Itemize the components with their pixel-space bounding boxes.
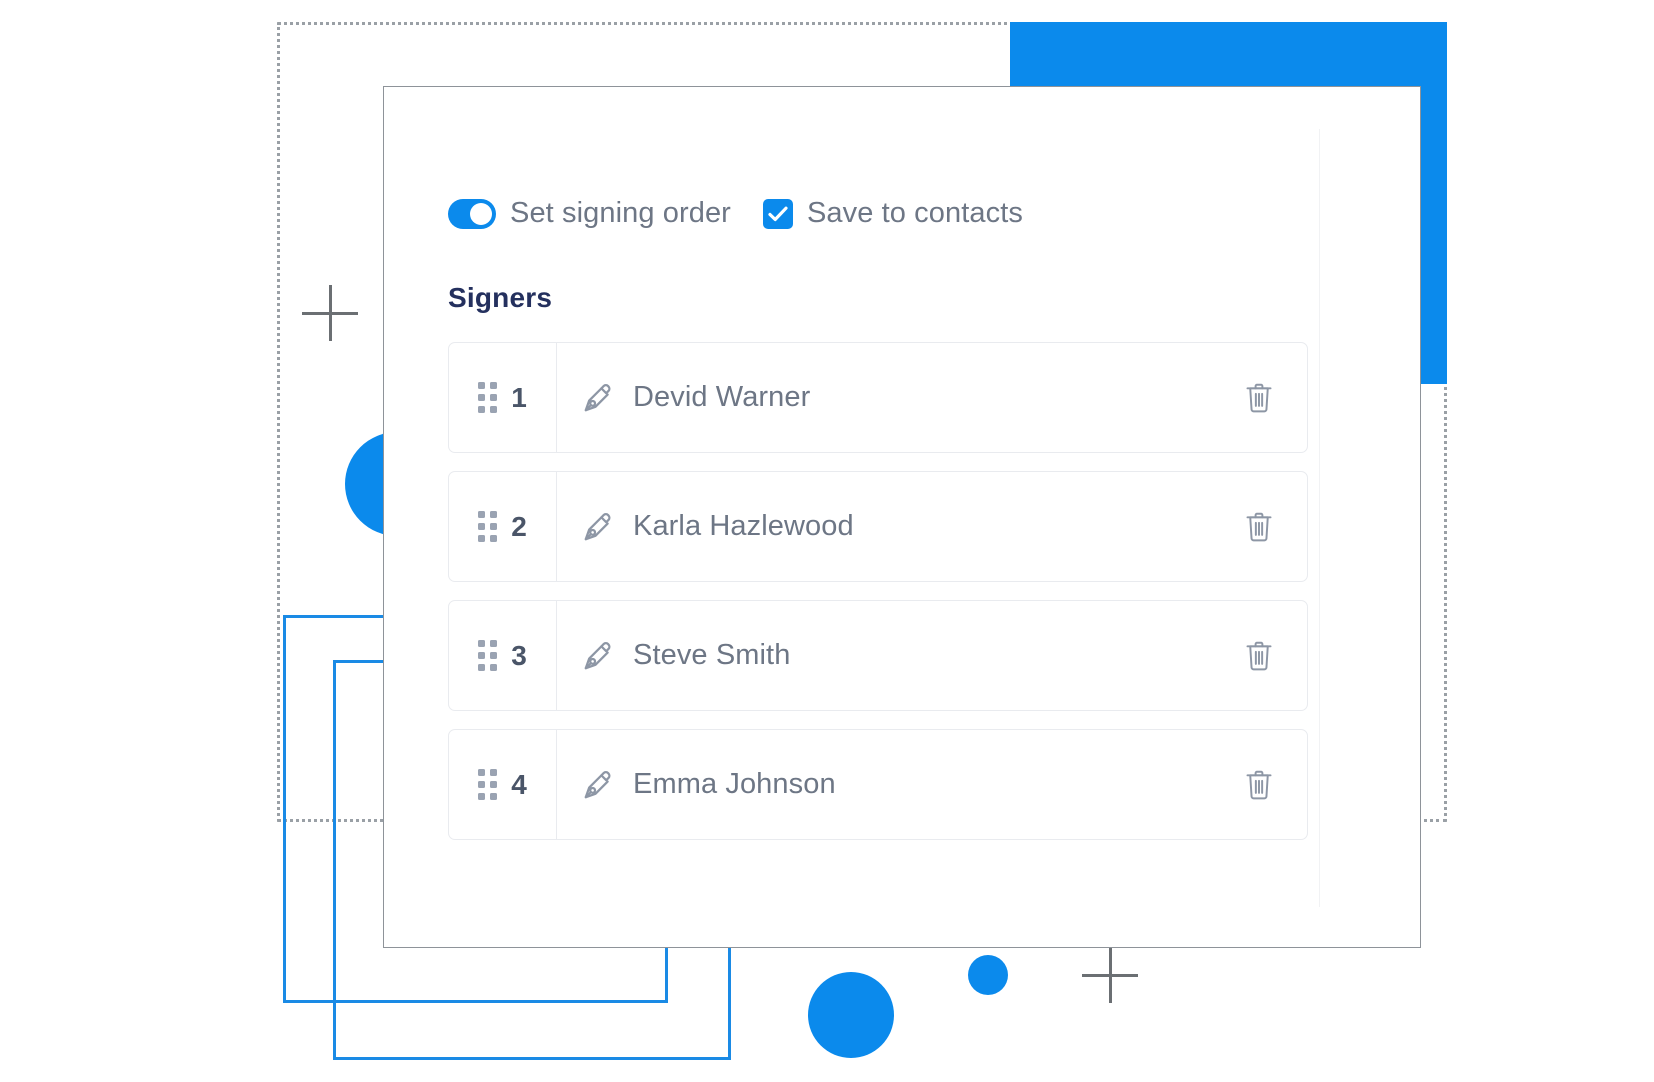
save-to-contacts-label: Save to contacts bbox=[806, 197, 1023, 229]
delete-signer-button[interactable] bbox=[1211, 343, 1307, 452]
toggle-on-icon[interactable] bbox=[448, 198, 496, 229]
trash-icon[interactable] bbox=[1243, 381, 1275, 415]
pen-nib-icon bbox=[581, 768, 615, 802]
pen-nib-icon bbox=[581, 639, 615, 673]
delete-signer-button[interactable] bbox=[1211, 730, 1307, 839]
blue-circle-large-bottom-decoration bbox=[808, 972, 894, 1058]
signer-main-cell: Emma Johnson bbox=[557, 730, 1211, 839]
drag-handle-icon[interactable] bbox=[478, 511, 498, 542]
signer-handle-cell[interactable]: 3 bbox=[449, 601, 557, 710]
card-body: Set signing order Save to contacts Signe… bbox=[448, 197, 1308, 840]
signers-card: Set signing order Save to contacts Signe… bbox=[383, 86, 1421, 948]
signer-handle-cell[interactable]: 2 bbox=[449, 472, 557, 581]
set-signing-order-option[interactable]: Set signing order bbox=[448, 197, 731, 230]
signer-name: Karla Hazlewood bbox=[633, 510, 854, 542]
signer-handle-cell[interactable]: 4 bbox=[449, 730, 557, 839]
signer-main-cell: Steve Smith bbox=[557, 601, 1211, 710]
checkbox-checked-icon[interactable] bbox=[762, 198, 793, 229]
signer-row[interactable]: 3 Steve Smith bbox=[448, 600, 1308, 711]
drag-handle-icon[interactable] bbox=[478, 640, 498, 671]
signer-main-cell: Devid Warner bbox=[557, 343, 1211, 452]
set-signing-order-label: Set signing order bbox=[510, 197, 731, 229]
signer-main-cell: Karla Hazlewood bbox=[557, 472, 1211, 581]
signer-list: 1 Devid Warner bbox=[448, 342, 1308, 840]
pen-nib-icon bbox=[581, 381, 615, 415]
signer-name: Devid Warner bbox=[633, 381, 811, 413]
drag-handle-icon[interactable] bbox=[478, 382, 498, 413]
signer-order-number: 3 bbox=[511, 639, 527, 671]
blue-circle-small-bottom-decoration bbox=[968, 955, 1008, 995]
drag-handle-icon[interactable] bbox=[478, 769, 498, 800]
signer-order-number: 1 bbox=[511, 381, 527, 413]
signer-order-number: 4 bbox=[511, 768, 527, 800]
signer-name: Steve Smith bbox=[633, 639, 791, 671]
signer-row[interactable]: 4 Emma Johnson bbox=[448, 729, 1308, 840]
check-mark-icon bbox=[768, 206, 788, 221]
signer-name: Emma Johnson bbox=[633, 768, 836, 800]
signer-row[interactable]: 1 Devid Warner bbox=[448, 342, 1308, 453]
signer-handle-cell[interactable]: 1 bbox=[449, 343, 557, 452]
pen-nib-icon bbox=[581, 510, 615, 544]
toggle-knob bbox=[470, 202, 492, 225]
delete-signer-button[interactable] bbox=[1211, 472, 1307, 581]
trash-icon[interactable] bbox=[1243, 510, 1275, 544]
trash-icon[interactable] bbox=[1243, 639, 1275, 673]
trash-icon[interactable] bbox=[1243, 768, 1275, 802]
signer-row[interactable]: 2 Karla Hazlewood bbox=[448, 471, 1308, 582]
delete-signer-button[interactable] bbox=[1211, 601, 1307, 710]
card-inner-divider bbox=[1319, 129, 1320, 907]
options-row: Set signing order Save to contacts bbox=[448, 197, 1308, 230]
save-to-contacts-option[interactable]: Save to contacts bbox=[762, 197, 1023, 230]
signers-section-title: Signers bbox=[448, 282, 553, 313]
signer-order-number: 2 bbox=[511, 510, 527, 542]
